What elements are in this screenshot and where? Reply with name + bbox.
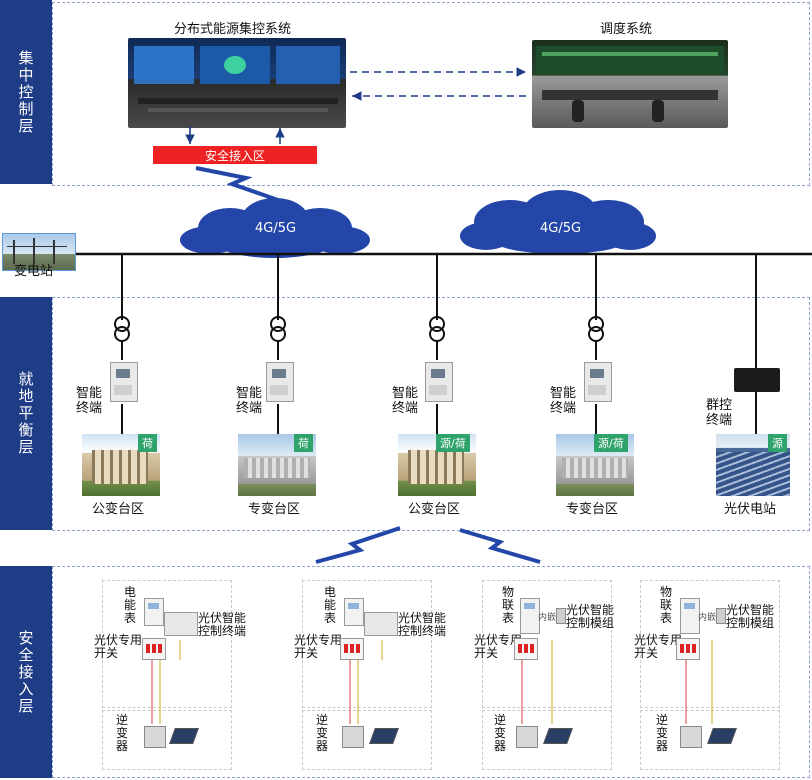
layer-label-access: 安全接入层 bbox=[0, 566, 52, 778]
area-image-public-1 bbox=[82, 434, 160, 496]
central-connectors bbox=[185, 67, 526, 202]
switch-label-4: 光伏专用 开关 bbox=[634, 633, 683, 660]
iot-meter-2 bbox=[680, 598, 700, 634]
access-unit-box-1 bbox=[102, 580, 232, 708]
central-layer-box bbox=[52, 2, 810, 186]
tag-load-1: 荷 bbox=[138, 434, 157, 452]
cloud-icon-1 bbox=[180, 198, 370, 258]
inverter-label-1: 逆 变 器 bbox=[116, 713, 129, 753]
terminal-label-1: 智能 终端 bbox=[76, 386, 103, 416]
pv-switch-4 bbox=[676, 638, 700, 660]
ctrl-label-1: 光伏智能 控制终端 bbox=[198, 611, 247, 638]
access-unit-box-4 bbox=[640, 580, 780, 708]
distributed-control-title: 分布式能源集控系统 bbox=[174, 22, 292, 37]
tag-source-load-1: 源/荷 bbox=[436, 434, 470, 452]
pv-control-terminal-1 bbox=[164, 612, 198, 636]
access-unit-box-2 bbox=[302, 580, 432, 708]
inverter-label-4: 逆 变 器 bbox=[656, 713, 669, 753]
terminal-label-3: 智能 终端 bbox=[392, 386, 419, 416]
wireless-link-icon bbox=[195, 166, 279, 202]
substation-image bbox=[2, 233, 76, 271]
smart-terminal-4 bbox=[584, 362, 612, 402]
security-access-zone: 安全接入区 bbox=[153, 146, 317, 164]
area-image-pv-station bbox=[716, 434, 790, 496]
area-label-4: 专变台区 bbox=[566, 502, 619, 517]
terminal-label-5: 群控 终端 bbox=[706, 398, 733, 428]
smart-terminal-2 bbox=[266, 362, 294, 402]
switch-label-3: 光伏专用 开关 bbox=[474, 633, 523, 660]
meter-label-3: 物 联 表 bbox=[502, 585, 515, 625]
local-connectors bbox=[114, 300, 757, 434]
inverter-1 bbox=[144, 726, 166, 748]
cloud-label-1: 4G/5G bbox=[255, 221, 297, 236]
terminal-label-4: 智能 终端 bbox=[550, 386, 577, 416]
layer-label-central: 集中控制层 bbox=[0, 0, 52, 184]
pv-control-module-1 bbox=[556, 608, 566, 624]
area-label-3: 公变台区 bbox=[408, 502, 461, 517]
smart-terminal-1 bbox=[110, 362, 138, 402]
iot-meter-1 bbox=[520, 598, 540, 634]
cloud-icon-2 bbox=[460, 190, 656, 254]
area-label-5: 光伏电站 bbox=[724, 502, 777, 517]
switch-label-1: 光伏专用 开关 bbox=[94, 633, 143, 660]
meter-label-4: 物 联 表 bbox=[660, 585, 673, 625]
pv-control-terminal-2 bbox=[364, 612, 398, 636]
pv-switch-2 bbox=[340, 638, 364, 660]
cloud-label-2: 4G/5G bbox=[540, 221, 582, 236]
access-wiring bbox=[151, 640, 713, 724]
meter-label-1: 电 能 表 bbox=[124, 585, 137, 625]
local-layer-box bbox=[52, 297, 810, 531]
dispatch-system-title: 调度系统 bbox=[600, 22, 653, 37]
inverter-3 bbox=[516, 726, 538, 748]
ctrl-label-3: 光伏智能 控制模组 bbox=[566, 603, 615, 630]
embed-label-2: 内嵌 bbox=[698, 613, 717, 623]
inverter-2 bbox=[342, 726, 364, 748]
layer-label-local: 就地平衡层 bbox=[0, 297, 52, 530]
dispatch-room-image bbox=[532, 40, 728, 128]
area-label-2: 专变台区 bbox=[248, 502, 301, 517]
access-unit-box-2-bottom bbox=[302, 710, 432, 770]
meter-label-2: 电 能 表 bbox=[324, 585, 337, 625]
pv-switch-3 bbox=[514, 638, 538, 660]
area-label-1: 公变台区 bbox=[92, 502, 145, 517]
access-unit-box-3 bbox=[482, 580, 612, 708]
smart-terminal-3 bbox=[425, 362, 453, 402]
ctrl-label-2: 光伏智能 控制终端 bbox=[398, 611, 447, 638]
tag-source: 源 bbox=[768, 434, 787, 452]
wireless-link-access bbox=[315, 526, 541, 564]
access-unit-box-1-bottom bbox=[102, 710, 232, 770]
substation-label: 变电站 bbox=[14, 264, 54, 279]
embed-label-1: 内嵌 bbox=[538, 613, 557, 623]
switch-label-2: 光伏专用 开关 bbox=[294, 633, 343, 660]
access-layer-box bbox=[52, 566, 810, 778]
tag-load-2: 荷 bbox=[294, 434, 313, 452]
inverter-label-2: 逆 变 器 bbox=[316, 713, 329, 753]
terminal-label-2: 智能 终端 bbox=[236, 386, 263, 416]
tag-source-load-2: 源/荷 bbox=[594, 434, 628, 452]
pv-switch-1 bbox=[142, 638, 166, 660]
energy-meter-1 bbox=[144, 598, 164, 626]
energy-meter-2 bbox=[344, 598, 364, 626]
inverter-label-3: 逆 变 器 bbox=[494, 713, 507, 753]
group-control-terminal bbox=[734, 368, 780, 392]
access-unit-box-3-bottom bbox=[482, 710, 612, 770]
distributed-control-room-image bbox=[128, 38, 346, 128]
inverter-4 bbox=[680, 726, 702, 748]
pv-control-module-2 bbox=[716, 608, 726, 624]
ctrl-label-4: 光伏智能 控制模组 bbox=[726, 603, 775, 630]
network-bus bbox=[72, 190, 812, 310]
access-unit-box-4-bottom bbox=[640, 710, 780, 770]
